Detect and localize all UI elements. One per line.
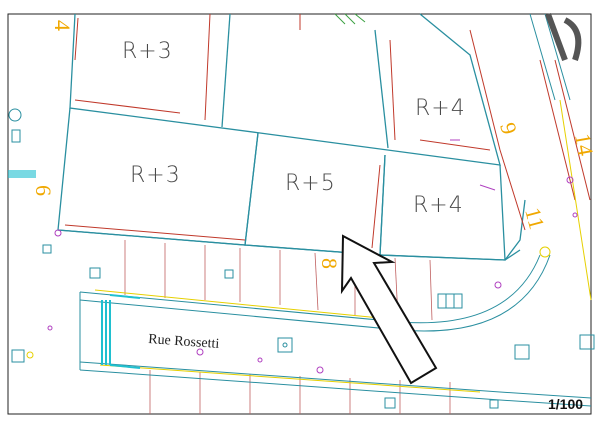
crosswalk [101, 294, 141, 369]
scale-label: 1/100 [548, 396, 583, 412]
arrow-icon [340, 234, 438, 385]
house-number-6: 6 [31, 185, 56, 196]
road-edges [79, 13, 592, 407]
green-marks [334, 13, 366, 25]
house-number-11: 11 [520, 205, 550, 232]
house-number-4: 4 [50, 20, 75, 31]
street-rows [124, 240, 451, 414]
lot-label-mid-left: R+3 [130, 163, 181, 188]
map-letter-fragment [545, 12, 582, 62]
parcel-lines [57, 13, 526, 261]
lot-label-top-left: R+3 [122, 39, 173, 64]
north-arrow-pointer [340, 234, 438, 385]
house-number-8: 8 [317, 258, 342, 269]
cadastre-lines [64, 13, 591, 249]
street-name: Rue Rossetti [148, 332, 220, 352]
house-number-9: 9 [495, 120, 522, 137]
house-number-14: 14 [570, 132, 598, 158]
hatch-block [8, 170, 36, 178]
utility-markers [8, 108, 595, 409]
map-frame [7, 13, 592, 415]
lot-label-mid-right: R+4 [413, 193, 464, 218]
magenta-marks [47, 139, 578, 374]
lot-label-mid-center: R+5 [285, 171, 336, 196]
yellow-marks [26, 99, 592, 393]
lot-label-top-right: R+4 [415, 96, 466, 121]
